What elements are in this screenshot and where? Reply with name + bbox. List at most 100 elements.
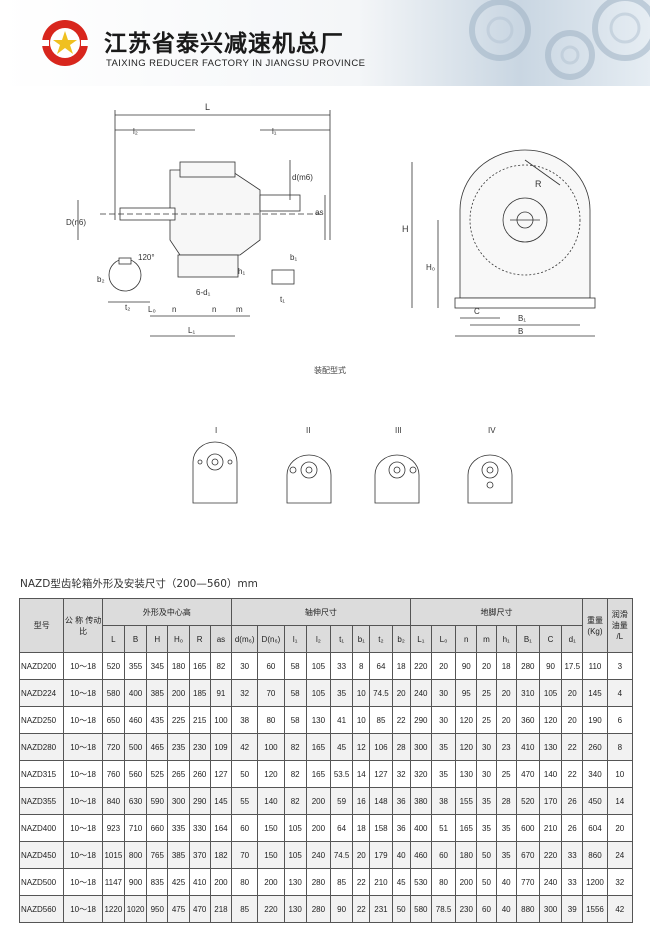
table-cell: 58 [283, 679, 307, 707]
table-cell: 20 [561, 706, 584, 734]
table-cell: 32 [606, 868, 634, 896]
table-cell: 155 [455, 787, 478, 815]
table-cell: 235 [167, 733, 190, 761]
table-cell: 82 [283, 787, 307, 815]
table-cell: 22 [561, 760, 584, 788]
table-cell: 290 [188, 787, 211, 815]
table-cell: 8 [352, 652, 371, 680]
table-cell: 220 [409, 652, 432, 680]
table-cell: 42 [606, 895, 634, 923]
table-cell: 280 [305, 868, 332, 896]
table-cell: 525 [146, 760, 169, 788]
table-cell: 80 [257, 706, 285, 734]
table-cell: 182 [209, 841, 233, 869]
table-cell: 105 [283, 841, 307, 869]
model-cell: NAZD500 [18, 868, 65, 896]
label-h1: h₁ [238, 267, 245, 276]
table-cell: 520 [515, 787, 540, 815]
table-cell: 230 [188, 733, 211, 761]
table-cell: 30 [476, 760, 497, 788]
table-cell: 670 [515, 841, 540, 869]
table-cell: 345 [146, 652, 169, 680]
table-cell: 82 [283, 760, 307, 788]
table-cell: 60 [476, 895, 497, 923]
table-cell: 35 [495, 814, 517, 842]
table-cell: 130 [305, 706, 332, 734]
table-cell: 120 [257, 760, 285, 788]
table-cell: 50 [231, 760, 259, 788]
table-cell: 380 [409, 787, 432, 815]
table-cell: 630 [123, 787, 148, 815]
table-cell: 55 [231, 787, 259, 815]
table-cell: 560 [123, 760, 148, 788]
table-cell: 410 [188, 868, 211, 896]
table-cell: 20 [606, 814, 634, 842]
table-cell: 127 [369, 760, 393, 788]
table-cell: 10 [352, 706, 371, 734]
table-cell: 340 [582, 760, 608, 788]
assembly-label-II: II [306, 426, 310, 435]
table-cell: 200 [305, 814, 332, 842]
table-cell: 880 [515, 895, 540, 923]
table-cell: 50 [391, 895, 411, 923]
table-cell: 58 [283, 706, 307, 734]
sub-header-cell: B [123, 625, 148, 653]
model-cell: NAZD560 [18, 895, 65, 923]
model-cell: NAZD224 [18, 679, 65, 707]
table-cell: 58 [283, 652, 307, 680]
model-cell: NAZD400 [18, 814, 65, 842]
table-cell: 180 [455, 841, 478, 869]
table-cell: 410 [515, 733, 540, 761]
table-cell: 260 [188, 760, 211, 788]
label-t1: t₁ [280, 295, 285, 304]
table-cell: 240 [538, 868, 563, 896]
sub-header-cell: h₁ [495, 625, 517, 653]
table-cell: 165 [188, 652, 211, 680]
table-cell: 60 [257, 652, 285, 680]
table-cell: 91 [209, 679, 233, 707]
gear-decoration-icon [469, 0, 650, 80]
table-cell: 660 [146, 814, 169, 842]
table-cell: 400 [123, 679, 148, 707]
label-L1: L₁ [188, 326, 195, 335]
label-d: d(m6) [292, 173, 313, 182]
table-cell: 10～18 [63, 652, 103, 680]
technical-drawings: L l₂ l₁ D(n6) d(m6) as 120° b₂ t₂ [0, 90, 650, 520]
table-cell: 400 [409, 814, 432, 842]
header-foot: 地脚尺寸 [409, 598, 584, 626]
table-cell: 20 [352, 841, 371, 869]
table-cell: 460 [409, 841, 432, 869]
table-cell: 710 [123, 814, 148, 842]
table-cell: 127 [209, 760, 233, 788]
table-cell: 840 [101, 787, 125, 815]
table-cell: 10～18 [63, 706, 103, 734]
table-cell: 355 [123, 652, 148, 680]
table-cell: 85 [231, 895, 259, 923]
sub-header-cell: L₁ [409, 625, 432, 653]
table-cell: 120 [455, 706, 478, 734]
sub-header-cell: L [101, 625, 125, 653]
label-l2: l₂ [133, 127, 138, 136]
table-cell: 70 [231, 841, 259, 869]
assembly-label-IV: IV [488, 426, 496, 435]
company-logo-icon [42, 20, 88, 66]
table-cell: 300 [409, 733, 432, 761]
table-cell: 30 [231, 652, 259, 680]
table-cell: 460 [123, 706, 148, 734]
sub-header-cell: l₁ [283, 625, 307, 653]
label-as: as [315, 208, 323, 217]
table-cell: 335 [167, 814, 190, 842]
label-H0: H₀ [426, 263, 435, 272]
table-cell: 80 [231, 868, 259, 896]
label-b1: b₁ [290, 253, 297, 262]
header-model: 型号 [18, 598, 65, 653]
table-cell: 85 [369, 706, 393, 734]
table-cell: 25 [476, 679, 497, 707]
table-cell: 290 [409, 706, 432, 734]
table-cell: 435 [146, 706, 169, 734]
table-cell: 130 [455, 760, 478, 788]
assembly-label-I: I [215, 426, 217, 435]
table-cell: 6 [606, 706, 634, 734]
